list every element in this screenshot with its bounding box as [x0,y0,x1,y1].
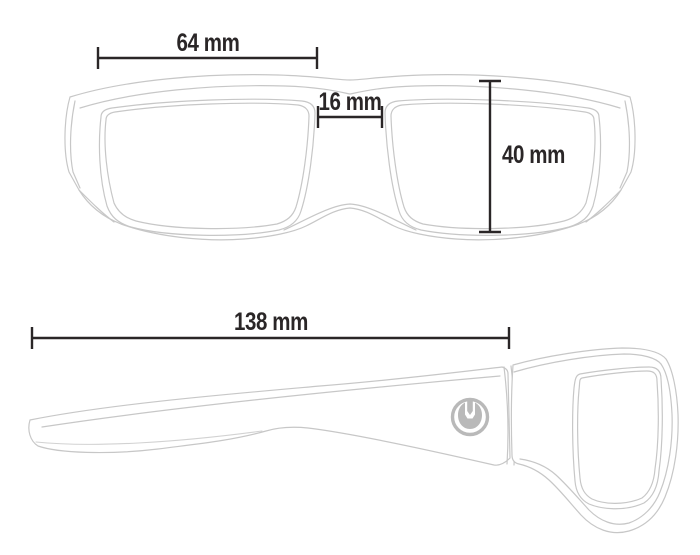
front-view-drawing [64,74,636,241]
dimension-line [96,47,319,69]
temple-top-crease [41,375,501,428]
side-lens-outer [572,366,663,510]
bridge-width-label: 16 mm [319,87,382,115]
lens-height-label: 40 mm [502,140,565,168]
front-frame-outline [64,74,636,241]
temple-blade-crease [35,430,263,445]
frame-length-dimension: 138 mm [30,307,511,349]
side-view-drawing [28,347,679,534]
bridge-width-dimension: 16 mm [316,87,384,128]
dimension-line [30,327,511,349]
magpul-logo-icon [450,397,490,437]
hinge-line [503,366,509,465]
side-frame-front-outline [510,347,679,534]
frame-length-label: 138 mm [234,307,308,335]
dimension-annotations: 64 mm 16 mm 40 mm 138 mm [30,28,565,349]
dimension-line [316,106,384,128]
brow-inner-line [79,85,621,109]
side-lens-inner [577,370,659,504]
lens-width-label: 64 mm [177,28,240,56]
temple-arm-outline [28,366,511,466]
side-frame-inner-top [513,353,662,373]
lens-height-dimension: 40 mm [479,79,565,234]
lens-width-dimension: 64 mm [96,28,319,69]
nose-arch-inner-line [283,203,417,231]
dimension-line [479,79,501,234]
side-frame-inner-right [519,363,673,525]
